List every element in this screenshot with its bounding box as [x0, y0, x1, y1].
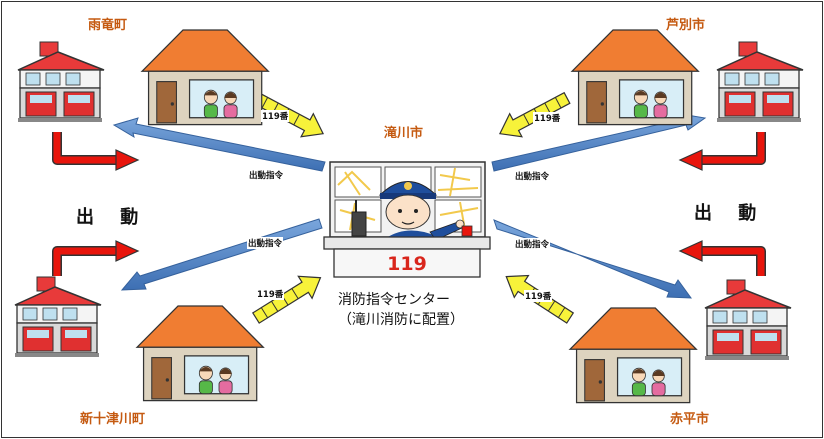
console-number: 119 — [387, 253, 427, 275]
command-label-bottom-left: 出動指令 — [247, 237, 284, 249]
house-bottom-right — [569, 307, 697, 404]
town-label-bottom-right: 赤平市 — [670, 412, 710, 427]
town-label-bottom-left: 新十津川町 — [80, 412, 146, 427]
command-label-top-left: 出動指令 — [248, 169, 285, 181]
house-top-left — [141, 29, 269, 126]
command-label-top-right: 出動指令 — [514, 170, 551, 182]
fire-station-bottom-right — [704, 279, 792, 361]
command-label-bottom-right: 出動指令 — [514, 238, 551, 250]
town-label-top-left: 雨竜町 — [88, 18, 128, 33]
command-arrow-bottom-left — [120, 218, 323, 291]
dispatch-arrow-top-right — [678, 132, 766, 171]
dispatch-label-right: 出 動 — [694, 203, 767, 224]
command-arrow-top-left — [112, 117, 326, 172]
dispatch-arrow-bottom-right — [678, 240, 766, 276]
dispatch-arrow-top-left — [52, 132, 140, 171]
call-label-bottom-left: 119番 — [256, 288, 285, 300]
dispatch-arrow-bottom-left — [52, 240, 140, 276]
center-caption-line2: （滝川消防に配置） — [338, 312, 464, 328]
center-title: 滝川市 — [384, 126, 424, 141]
call-label-top-right: 119番 — [533, 112, 562, 124]
dispatch-label-left: 出 動 — [76, 207, 149, 228]
command-arrow-top-right — [491, 113, 707, 172]
fire-station-top-right — [716, 41, 804, 123]
house-top-right — [571, 29, 699, 126]
call-label-top-left: 119番 — [261, 110, 290, 122]
center-caption-line1: 消防指令センター — [338, 292, 450, 308]
house-bottom-left — [136, 305, 264, 402]
fire-station-top-left — [17, 41, 105, 123]
dispatch-center: 119 — [323, 161, 491, 278]
call-label-bottom-right: 119番 — [524, 290, 553, 302]
town-label-top-right: 芦別市 — [666, 18, 706, 33]
fire-station-bottom-left — [14, 276, 102, 358]
